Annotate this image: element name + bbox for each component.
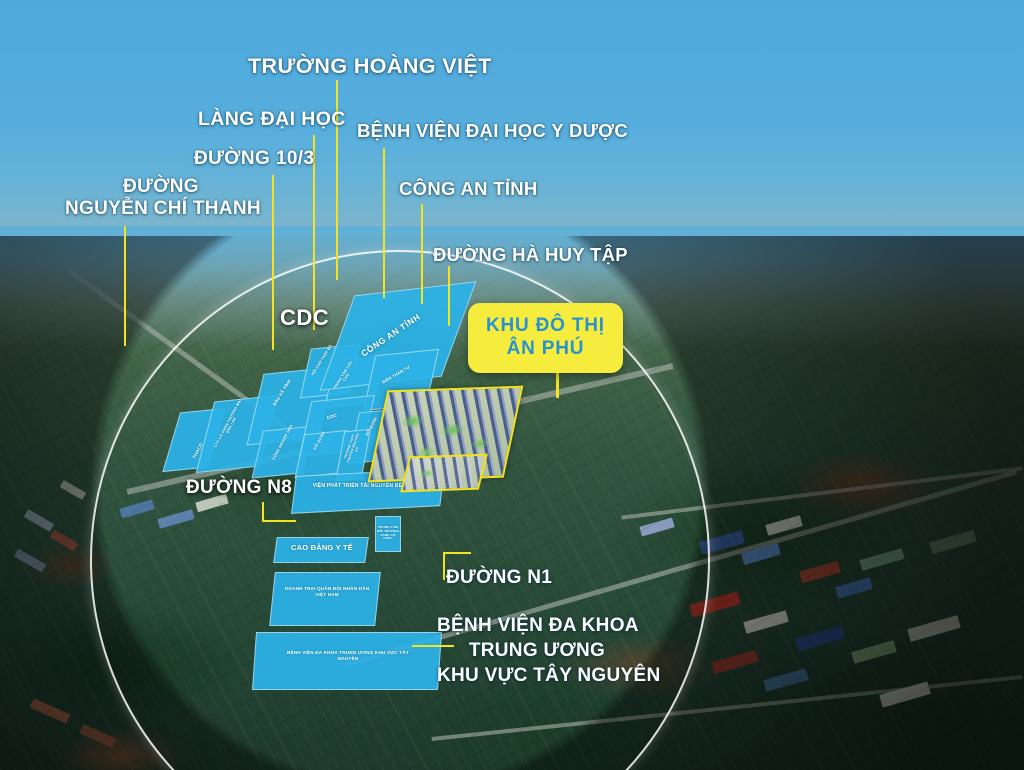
building-roof — [743, 610, 789, 634]
leader-line-benh-vien-da-khoa — [412, 645, 454, 647]
building-roof — [799, 560, 841, 584]
building-roof — [157, 509, 195, 529]
badge-line-1: KHU ĐÔ THỊ — [486, 315, 605, 336]
callout-line-1: BỆNH VIỆN ĐA KHOA — [437, 615, 639, 636]
callout-duong-10-3: ĐƯỜNG 10/3 — [194, 148, 315, 169]
leader-line-duong-10-3 — [272, 175, 274, 350]
map-label-cdc: CDC — [280, 305, 330, 330]
building-roof — [795, 625, 845, 652]
building-roof — [879, 681, 931, 708]
callout-truong-hoang-viet: TRƯỜNG HOÀNG VIỆT — [248, 54, 492, 78]
building-roof — [639, 517, 675, 537]
badge-line-2: ÂN PHÚ — [506, 338, 585, 360]
building-roof — [29, 698, 71, 724]
an-phu-badge[interactable]: KHU ĐÔ THỊ ÂN PHÚ — [468, 303, 623, 374]
leader-line-truong-hoang-viet — [336, 80, 338, 280]
building-roof — [13, 548, 47, 573]
building-roof — [763, 668, 809, 692]
callout-benh-vien-dai-hoc-y-duoc: BỆNH VIỆN ĐẠI HỌC Y DƯỢC — [357, 120, 628, 141]
building-roof — [741, 542, 781, 566]
badge-leader-line — [556, 362, 559, 398]
building-roof — [59, 480, 87, 500]
building-roof — [699, 530, 745, 555]
building-roof — [49, 529, 79, 552]
building-roof — [711, 649, 759, 675]
building-roof — [689, 591, 741, 618]
leader-line-duong-n1-h — [443, 552, 471, 554]
an-phu-development-render-south — [400, 453, 488, 493]
callout-benh-vien-da-khoa-trung-uong: BỆNH VIỆN ĐA KHOA TRUNG ƯƠNG KHU VỰC TÂY… — [437, 613, 661, 688]
callout-line-1: ĐƯỜNG — [123, 176, 199, 197]
parcel-trung-tam-moi-truong — [375, 516, 401, 552]
callout-lang-dai-hoc: LÀNG ĐẠI HỌC — [198, 108, 346, 130]
leader-line-benh-vien-dai-hoc-y-duoc — [383, 148, 385, 298]
callout-duong-nguyen-chi-thanh: ĐƯỜNG NGUYỄN CHÍ THANH — [65, 176, 261, 219]
leader-line-duong-ha-huy-tap — [448, 266, 450, 326]
building-roof — [119, 499, 155, 519]
building-roof — [835, 577, 873, 599]
callout-cong-an-tinh: CÔNG AN TỈNH — [399, 178, 538, 199]
callout-line-2: TRUNG ƯƠNG — [468, 640, 606, 662]
road-right-horizontal — [621, 466, 1023, 520]
leader-line-duong-nguyen-chi-thanh — [124, 226, 126, 346]
callout-line-3: KHU VỰC TÂY NGUYÊN — [437, 665, 661, 687]
callout-line-2: NGUYỄN CHÍ THANH — [65, 197, 261, 219]
parcel-cao-dang-y-te — [273, 537, 369, 563]
building-roof — [907, 615, 961, 642]
building-roof — [851, 640, 897, 664]
callout-duong-ha-huy-tap: ĐƯỜNG HÀ HUY TẬP — [433, 244, 628, 265]
map-label-duong-n8: ĐƯỜNG N8 — [186, 477, 293, 498]
parcel-benh-vien-da-khoa — [251, 632, 443, 690]
leader-line-cong-an-tinh — [421, 204, 423, 304]
leader-line-duong-n8 — [262, 502, 264, 522]
callout-duong-n1: ĐƯỜNG N1 — [446, 567, 553, 588]
building-roof — [929, 529, 977, 555]
building-roof — [859, 548, 905, 571]
leader-line-lang-dai-hoc — [313, 135, 315, 330]
leader-line-duong-n8-h — [262, 520, 296, 522]
leader-line-duong-n1 — [443, 552, 445, 580]
parcel-doanh-trai-quan-doi — [269, 572, 381, 626]
building-roof — [765, 515, 803, 536]
building-roof — [79, 724, 117, 748]
building-roof — [23, 509, 55, 532]
